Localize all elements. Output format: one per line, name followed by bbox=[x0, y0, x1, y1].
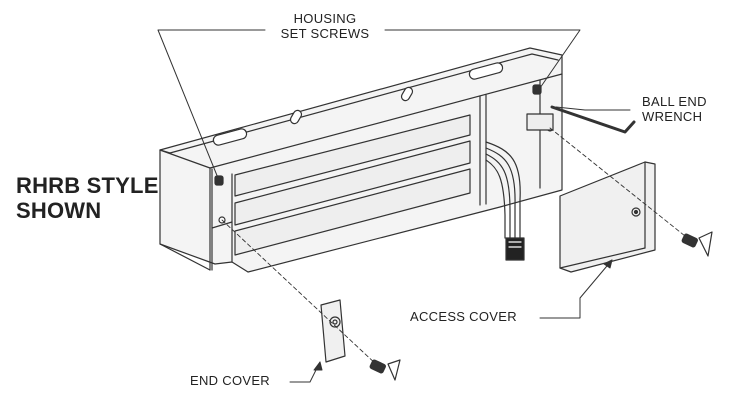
housing-slots bbox=[212, 62, 504, 146]
ball-end-wrench-label: BALL END WRENCH bbox=[642, 94, 707, 125]
style-shown-label: RHRB STYLE SHOWN bbox=[16, 173, 159, 224]
wire-harness bbox=[485, 141, 525, 261]
end-cover-label: END COVER bbox=[190, 373, 270, 388]
leader-lines bbox=[157, 29, 631, 383]
access-cover-part bbox=[559, 161, 656, 273]
set-screw-heads bbox=[214, 84, 542, 186]
wrench-label-line2: WRENCH bbox=[642, 108, 703, 124]
magnet-coils bbox=[234, 114, 471, 256]
housing-set-screws-label: HOUSING SET SCREWS bbox=[255, 11, 395, 42]
wrench-label-line1: BALL END bbox=[642, 94, 707, 109]
housing-label-line1: HOUSING bbox=[293, 11, 357, 26]
cover-screws bbox=[369, 231, 713, 381]
housing-label-line2: SET SCREWS bbox=[280, 25, 370, 41]
assembly-lines bbox=[221, 127, 691, 367]
style-label-line1: RHRB STYLE bbox=[16, 173, 159, 198]
end-cover-part bbox=[320, 299, 346, 363]
access-cover-label: ACCESS COVER bbox=[410, 309, 517, 324]
style-label-line2: SHOWN bbox=[16, 198, 102, 224]
ball-end-wrench bbox=[526, 105, 636, 134]
